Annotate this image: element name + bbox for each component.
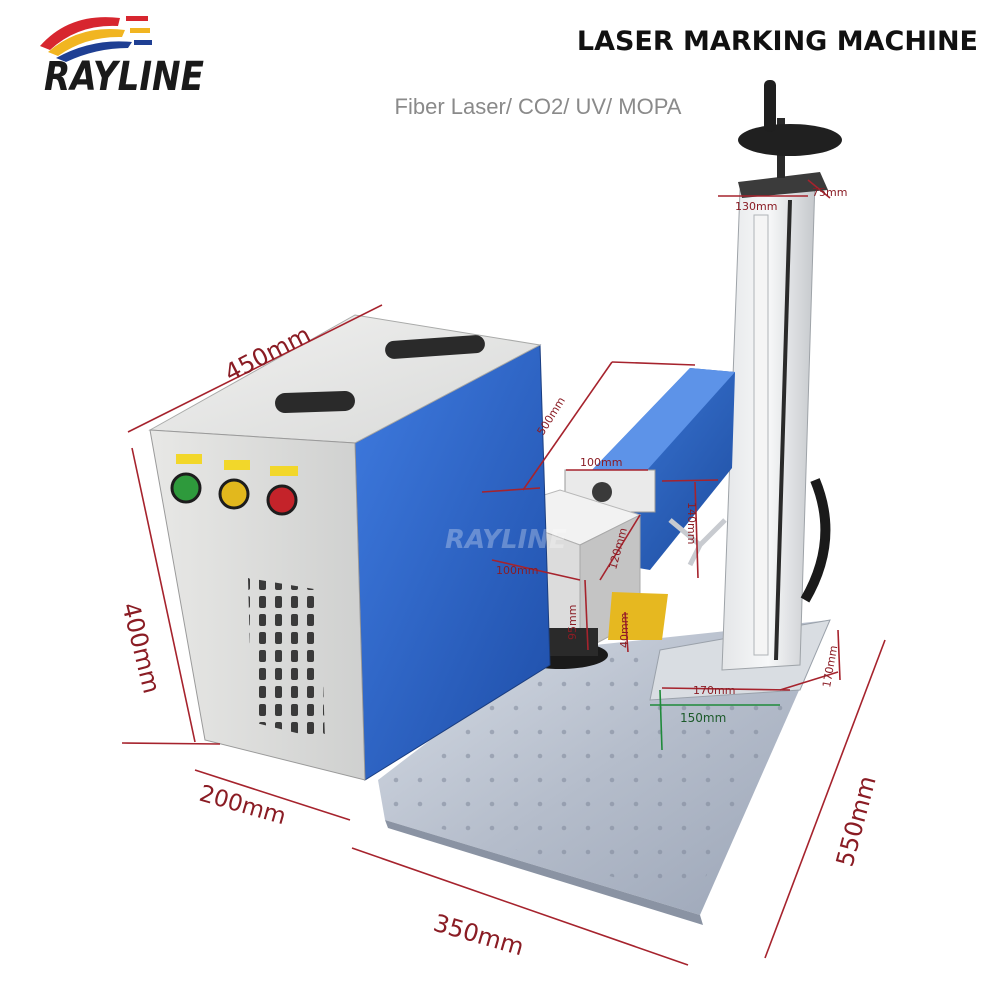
dimension-column-foot-depth: 170mm xyxy=(820,644,840,688)
dimension-lines xyxy=(121,179,886,966)
handwheel-icon xyxy=(738,124,842,156)
dimension-cabinet-width: 200mm xyxy=(196,781,288,830)
fiber-cable xyxy=(800,478,831,603)
laser-source-cabinet xyxy=(148,314,551,781)
logo-bar-1 xyxy=(126,16,148,21)
logo-wordmark: RAYLINE xyxy=(44,54,204,100)
base-edge xyxy=(385,820,703,925)
arm-top xyxy=(592,368,735,478)
lift-column xyxy=(649,80,842,701)
logo-swoosh-red xyxy=(40,17,120,50)
watermark: RAYLINE xyxy=(445,525,567,555)
dimension-cabinet-height: 400mm xyxy=(116,600,166,697)
clamp-knob xyxy=(592,482,612,502)
vent-grille xyxy=(248,578,325,740)
panel-label-red-light xyxy=(176,454,202,464)
logo-bar-3 xyxy=(134,40,152,45)
page-subtitle: Fiber Laser/ CO2/ UV/ MOPA xyxy=(395,94,682,119)
top-handle-front xyxy=(275,390,355,414)
panel-label-laser-switch xyxy=(270,466,298,476)
warning-label xyxy=(608,592,668,640)
dimension-base-depth: 550mm xyxy=(831,773,882,870)
red-light-button[interactable] xyxy=(170,472,202,504)
panel-label-galvanometer xyxy=(224,460,250,470)
logo-bar-2 xyxy=(130,28,150,33)
column-cap xyxy=(738,172,828,198)
dimension-laser-height-side: 140mm xyxy=(685,502,698,544)
brand-logo: RAYLINE xyxy=(40,16,204,100)
logo-swoosh-blue xyxy=(56,41,132,62)
dimension-column-foot-width: 170mm xyxy=(693,684,735,697)
dimension-head-height: 95mm xyxy=(566,605,579,640)
top-handle-back xyxy=(385,335,485,359)
dimension-head-width: 100mm xyxy=(496,564,538,577)
arm-bracket xyxy=(668,518,727,567)
logo-swoosh-yellow xyxy=(48,28,125,56)
column-rail xyxy=(774,199,792,661)
dimension-base-length: 350mm xyxy=(430,909,527,961)
dimension-column-depth: 75mm xyxy=(812,186,847,199)
laser-switch-button[interactable] xyxy=(266,484,298,516)
base-hole-grid xyxy=(392,632,820,900)
handwheel-grip xyxy=(764,80,776,132)
dimension-column-width: 130mm xyxy=(735,200,777,213)
galvanometer-button[interactable] xyxy=(218,478,250,510)
column-scale xyxy=(753,214,769,656)
dimension-column-inner-width: 150mm xyxy=(680,711,726,725)
dimension-laser-top-width: 100mm xyxy=(580,456,622,469)
page-title: LASER MARKING MACHINE xyxy=(577,26,978,57)
dimension-lens-height: 40mm xyxy=(618,613,631,648)
